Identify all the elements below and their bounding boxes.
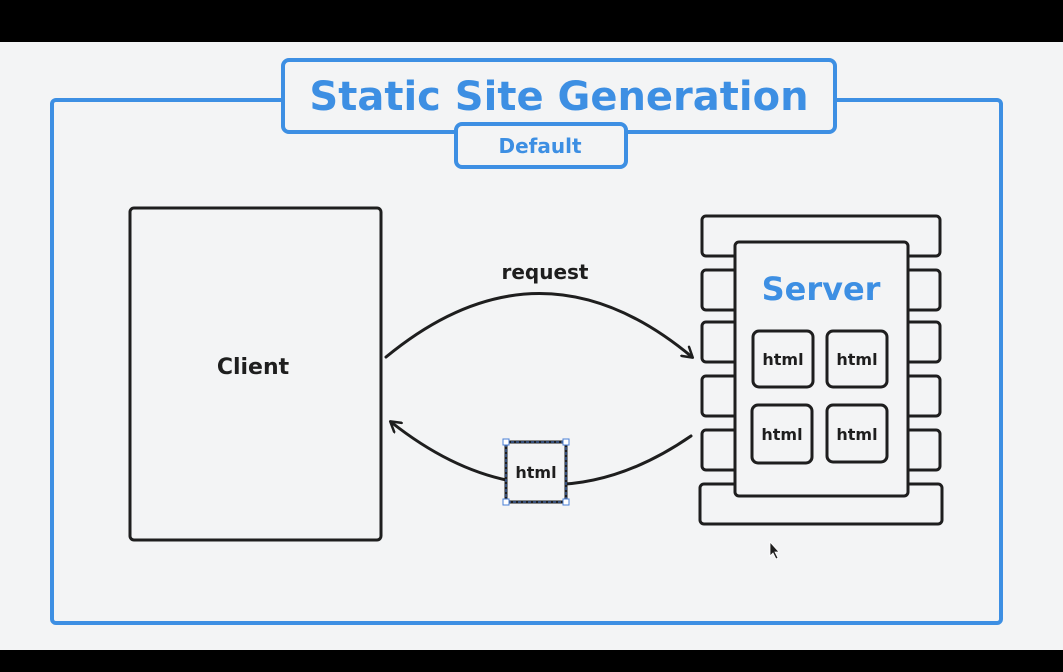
response-file[interactable]: html bbox=[502, 438, 570, 506]
subtitle-box bbox=[454, 122, 628, 169]
server-file: html bbox=[750, 403, 814, 465]
client-box bbox=[128, 206, 383, 542]
diagram-subtitle: Default bbox=[498, 134, 581, 158]
selection-handle[interactable] bbox=[502, 498, 510, 506]
diagram-title: Static Site Generation bbox=[309, 74, 808, 120]
server-file: html bbox=[825, 329, 889, 389]
request-label: request bbox=[501, 260, 588, 284]
server-file-label: html bbox=[761, 425, 802, 444]
client-label: Client bbox=[217, 355, 290, 380]
response-file-label: html bbox=[515, 463, 556, 482]
server-label: Server bbox=[762, 270, 881, 308]
selection-handle[interactable] bbox=[562, 498, 570, 506]
server-file-label: html bbox=[836, 425, 877, 444]
server-file-label: html bbox=[762, 350, 803, 369]
server-file: html bbox=[751, 329, 815, 389]
mouse-cursor-icon bbox=[769, 540, 780, 560]
request-arrow bbox=[384, 292, 692, 358]
selection-handle[interactable] bbox=[502, 438, 510, 446]
selection-outline bbox=[505, 441, 567, 503]
server-file: html bbox=[825, 403, 889, 464]
server-file-label: html bbox=[836, 350, 877, 369]
selection-handle[interactable] bbox=[562, 438, 570, 446]
